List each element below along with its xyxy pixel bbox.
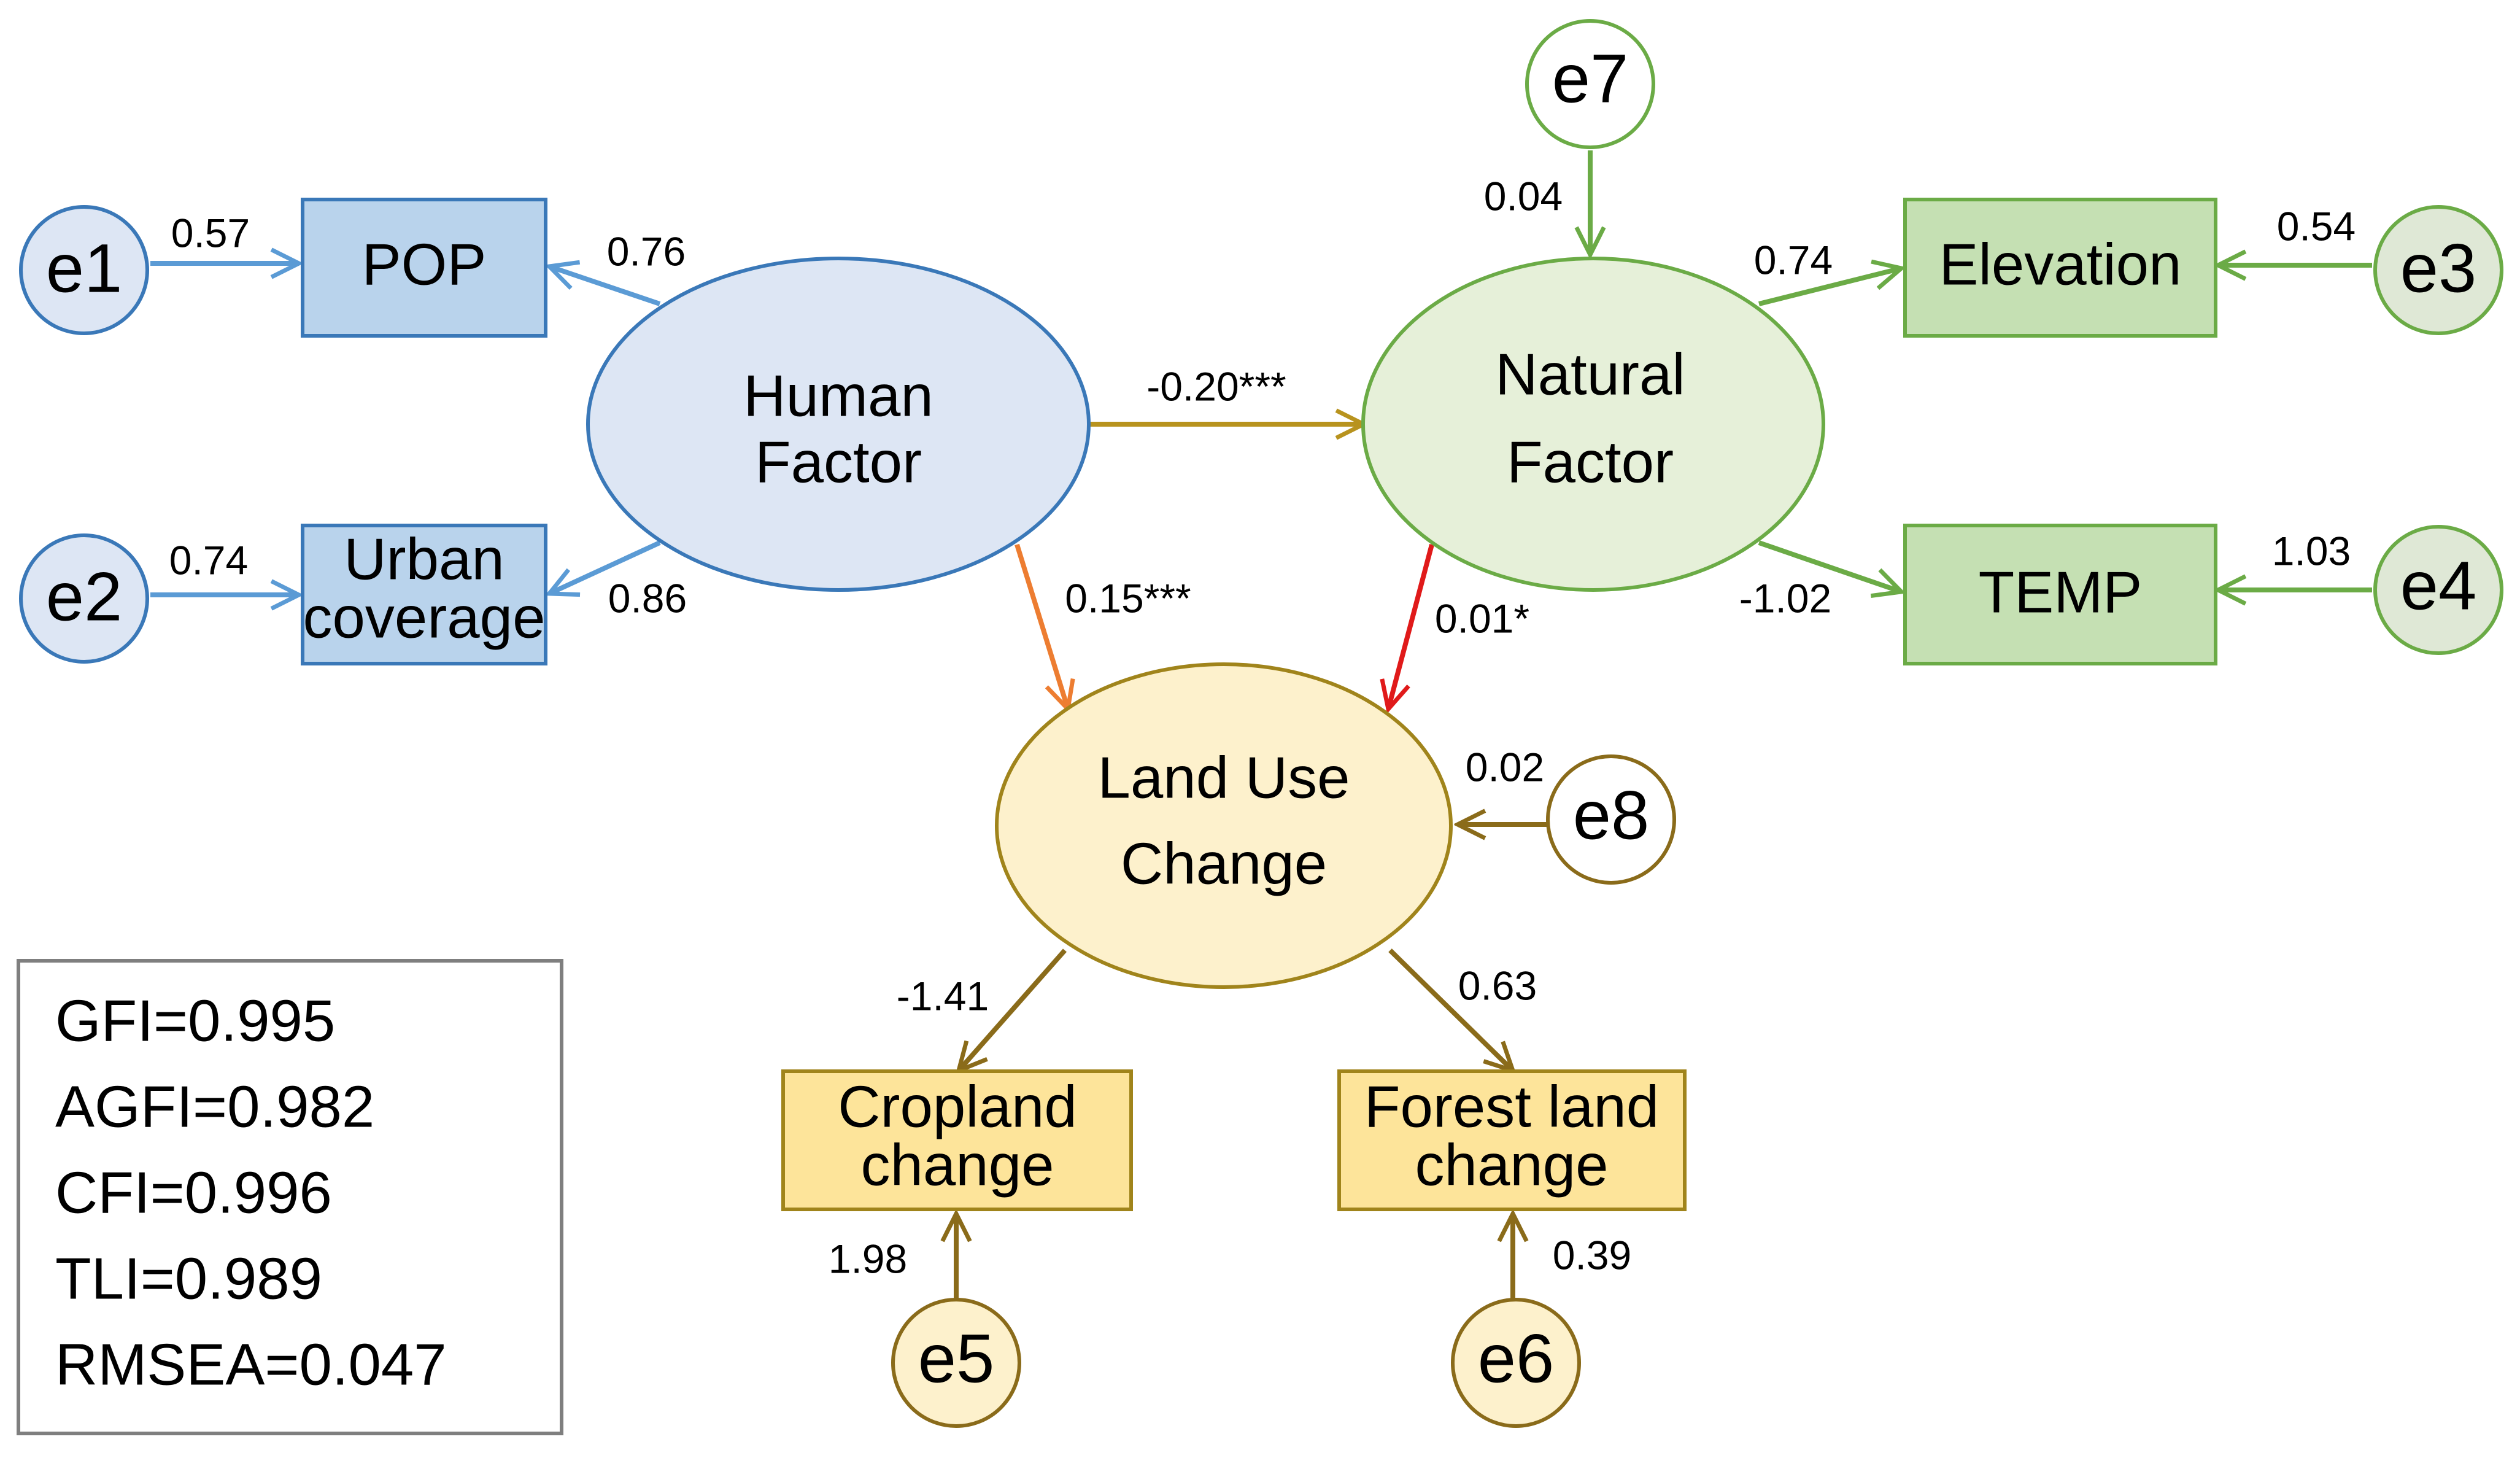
- coef-natural-elevation: 0.74: [1754, 237, 1833, 282]
- land-use-change-label-line1: Land Use: [1098, 745, 1350, 810]
- coef-land-forest: 0.63: [1458, 963, 1537, 1008]
- land-use-change-label-line2: Change: [1121, 831, 1327, 896]
- fit-index-tli: TLI=0.989: [55, 1246, 322, 1311]
- human-factor-ellipse: [586, 257, 1091, 592]
- forest-land-change-label-line2: change: [1415, 1132, 1609, 1198]
- coefficient-labels: 0.57 0.74 0.76 0.86 -0.20*** 0.15*** 0.0…: [169, 173, 2356, 1281]
- error-e5-label: e5: [918, 1320, 995, 1397]
- error-e5: e5: [891, 1298, 1021, 1428]
- error-e1-circle: [19, 205, 149, 335]
- coef-human-pop: 0.76: [607, 228, 686, 274]
- temp-indicator: TEMP: [1903, 524, 2217, 665]
- error-e4-circle: [2373, 525, 2503, 655]
- cropland-change-indicator: Cropland change: [781, 1069, 1133, 1211]
- fit-index-cfi: CFI=0.996: [55, 1160, 332, 1225]
- error-e4-label: e4: [2400, 548, 2477, 624]
- error-e3-circle: [2373, 205, 2503, 335]
- error-e2-label: e2: [46, 559, 123, 635]
- temp-box: [1903, 524, 2217, 665]
- error-e1-label: e1: [46, 230, 123, 307]
- coef-e5-cropland: 1.98: [829, 1236, 907, 1281]
- natural-factor-label-line2: Factor: [1507, 429, 1674, 495]
- error-e4: e4: [2373, 525, 2503, 655]
- error-e7: e7: [1525, 19, 1655, 149]
- coef-e7-natural: 0.04: [1484, 173, 1563, 219]
- arrow-natural-elevation: [1758, 268, 1901, 306]
- urban-coverage-label-line2: coverage: [303, 584, 546, 650]
- natural-factor-node: Natural Factor: [1361, 257, 1825, 592]
- arrow-land-forest: [1388, 948, 1513, 1071]
- arrow-human-urban: [549, 540, 661, 594]
- human-factor-node: Human Factor: [586, 257, 1091, 592]
- error-e3: e3: [2373, 205, 2503, 335]
- temp-label: TEMP: [1979, 559, 2143, 625]
- error-e2-circle: [19, 533, 149, 664]
- coef-e8-land: 0.02: [1466, 744, 1544, 789]
- human-factor-label-line2: Factor: [755, 429, 922, 495]
- forest-land-change-box: [1337, 1069, 1687, 1211]
- natural-factor-ellipse: [1361, 257, 1825, 592]
- error-e2: e2: [19, 533, 149, 664]
- land-use-change-node: Land Use Change: [995, 662, 1453, 989]
- coef-e6-forest: 0.39: [1553, 1232, 1631, 1278]
- forest-land-change-indicator: Forest land change: [1337, 1069, 1687, 1211]
- coef-natural-temp: -1.02: [1739, 575, 1831, 621]
- fit-index-agfi: AGFI=0.982: [55, 1074, 374, 1139]
- elevation-box: [1903, 198, 2217, 338]
- coef-land-cropland: -1.41: [897, 973, 989, 1018]
- error-e8: e8: [1546, 754, 1676, 885]
- error-e6-circle: [1451, 1298, 1581, 1428]
- coef-natural-land: 0.01*: [1435, 595, 1529, 641]
- error-e8-circle: [1546, 754, 1676, 885]
- cropland-change-box: [781, 1069, 1133, 1211]
- arrows: [150, 150, 2372, 1298]
- error-e1: e1: [19, 205, 149, 335]
- pop-label: POP: [362, 231, 487, 297]
- error-e5-circle: [891, 1298, 1021, 1428]
- coef-human-urban: 0.86: [608, 575, 687, 621]
- fit-indices-panel: GFI=0.995 AGFI=0.982 CFI=0.996 TLI=0.989…: [17, 959, 563, 1435]
- error-e3-label: e3: [2400, 230, 2477, 307]
- error-e6-label: e6: [1478, 1320, 1555, 1397]
- arrow-human-pop: [549, 266, 661, 306]
- error-e6: e6: [1451, 1298, 1581, 1428]
- urban-coverage-indicator: Urban coverage: [301, 524, 547, 665]
- arrow-land-cropland: [959, 948, 1067, 1071]
- arrow-natural-land: [1388, 543, 1434, 709]
- coef-e3-elevation: 0.54: [2277, 203, 2356, 249]
- forest-land-change-label-line1: Forest land: [1364, 1074, 1659, 1139]
- natural-factor-label-line1: Natural: [1495, 341, 1685, 407]
- arrow-natural-temp: [1758, 540, 1901, 592]
- pop-box: [301, 198, 547, 338]
- land-use-change-ellipse: [995, 662, 1453, 989]
- urban-coverage-label-line1: Urban: [344, 526, 504, 592]
- arrow-human-land: [1015, 543, 1068, 709]
- coef-human-natural: -0.20***: [1146, 363, 1286, 409]
- elevation-indicator: Elevation: [1903, 198, 2217, 338]
- elevation-label: Elevation: [1939, 231, 2182, 297]
- fit-index-gfi: GFI=0.995: [55, 988, 335, 1053]
- urban-coverage-box: [301, 524, 547, 665]
- fit-indices-box: [17, 959, 563, 1435]
- coef-human-land: 0.15***: [1065, 575, 1191, 621]
- human-factor-label-line1: Human: [743, 363, 933, 428]
- pop-indicator: POP: [301, 198, 547, 338]
- error-e8-label: e8: [1573, 777, 1650, 854]
- error-e7-label: e7: [1552, 41, 1629, 117]
- cropland-change-label-line1: Cropland: [838, 1074, 1077, 1139]
- coef-e4-temp: 1.03: [2272, 528, 2351, 573]
- cropland-change-label-line2: change: [861, 1132, 1054, 1198]
- error-e7-circle: [1525, 19, 1655, 149]
- fit-index-rmsea: RMSEA=0.047: [55, 1332, 447, 1397]
- coef-e2-urban: 0.74: [169, 537, 248, 583]
- coef-e1-pop: 0.57: [171, 210, 250, 255]
